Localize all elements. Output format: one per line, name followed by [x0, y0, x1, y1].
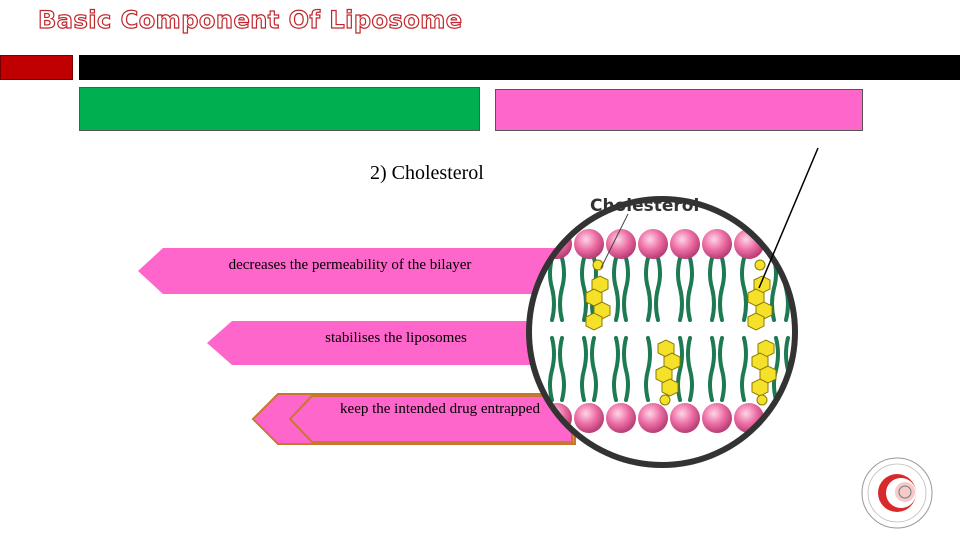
department-logo: [862, 458, 932, 528]
pointer-line: [759, 148, 818, 288]
point-2-text: stabilises the liposomes: [246, 327, 546, 349]
point-3-text: keep the intended drug entrapped: [340, 398, 540, 420]
point-1-text: decreases the permeability of the bilaye…: [175, 254, 525, 276]
diagram-cholesterol-label: Cholesterol: [590, 196, 699, 216]
